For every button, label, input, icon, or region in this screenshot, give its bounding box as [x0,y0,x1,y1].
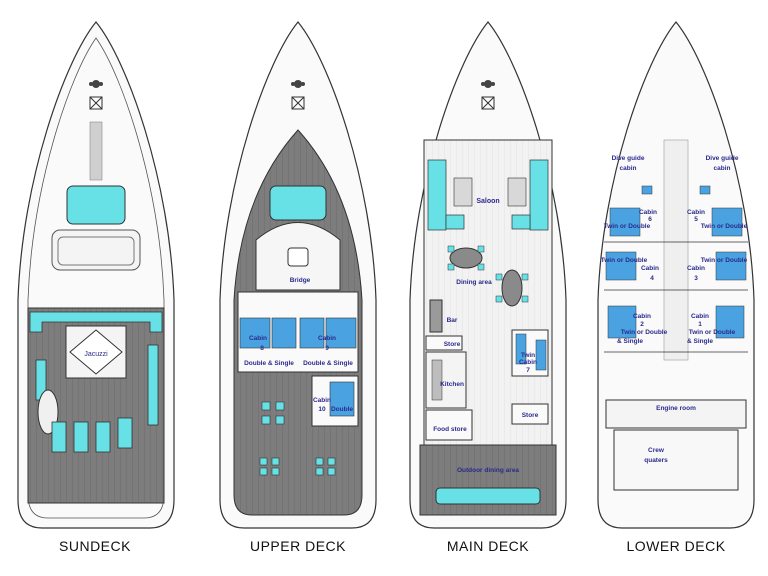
cabin-2-type: Twin or Double [621,329,668,336]
cabin-8-number: 8 [260,345,264,352]
cabin-10-type: Double [331,406,353,413]
cabin-10-bed [329,381,355,417]
sundeck-roof [51,229,141,271]
cabin-9-type: Double & Single [303,360,353,367]
side-bench-right [147,344,159,426]
cabin-2-bed [607,305,637,339]
cabin-1-number: 1 [698,321,702,328]
cabin-1-bed [715,305,745,339]
bar-label: Bar [447,317,458,324]
cabin-4-type: Twin or Double [601,257,648,264]
sundeck-hull-inner [27,37,165,519]
dining-table-1 [449,247,483,269]
cabin-6-label: Cabin [639,209,657,216]
cabin-6-bed [609,207,641,237]
kitchen-label: Kitchen [440,381,464,388]
lower-deck-plan: Dive guide cabin Dive guide cabin Cabin … [597,21,755,529]
store-1 [425,335,463,351]
store-2-label: Store [522,412,539,419]
cabin-1-type: Twin or Double [689,329,736,336]
dive-guide-left-label: Dive guide [612,155,645,162]
dive-guide-left-label-2: cabin [620,165,637,172]
cabin-9-number: 9 [325,345,329,352]
engine-room-label: Engine room [656,405,696,412]
upper-bow-bench [269,185,327,221]
dining-table-2 [501,269,523,307]
cabin-9-bed [299,317,325,349]
crew-label: Crew [648,447,665,454]
food-store-room [425,409,473,441]
deck-chairs [259,401,336,476]
engine-room [605,399,747,429]
cabin-4-label: Cabin [641,265,659,272]
sun-lounger-1 [51,421,67,453]
cabin-4-bed [605,251,637,281]
lower-deck-title: LOWER DECK [626,538,726,554]
outdoor-dining-label: Outdoor dining area [457,467,519,474]
sundeck-bench [29,311,163,333]
store-1-label: Store [444,341,461,348]
anchor-winch-icon [291,80,305,110]
lower-corridor [663,139,689,361]
cabin-7-bed-2 [535,339,547,371]
cabin-7-label: Cabin [519,359,537,366]
dive-guide-right-label-2: cabin [714,165,731,172]
anchor-winch-icon [481,80,495,110]
cabin-2-number: 2 [640,321,644,328]
aft-bench [435,487,541,505]
crew-quarters [613,429,739,491]
cabin-10-number: 10 [318,406,326,413]
bow-walkway [89,121,103,181]
dining-area-label: Dining area [456,279,492,286]
cabin-9-label: Cabin [318,335,336,342]
saloon-sofa-right [529,159,549,231]
cabin-8-bed [239,317,271,349]
main-deck-plan: Saloon Dining area Bar Store Kitchen Foo… [409,21,567,529]
cabin-2-label: Cabin [633,313,651,320]
dive-guide-right-label: Dive guide [706,155,739,162]
cabin-2-single: & Single [617,338,643,345]
anchor-winch-icon [89,80,103,110]
saloon-label: Saloon [476,198,499,205]
cabin-5-bed [711,207,743,237]
cabin-5-type: Twin or Double [701,223,748,230]
upper-deck-plan: Bridge Cabin 8 Double & Single Cabin 9 D… [219,21,377,529]
cabin-3-bed [715,251,747,281]
cabin-8-label: Cabin [249,335,267,342]
cabin-1-label: Cabin [691,313,709,320]
cabin-10-label: Cabin [313,397,331,404]
cabin-7-number: 7 [526,367,530,374]
bridge-label: Bridge [290,277,311,284]
cabin-4-number: 4 [650,275,654,282]
cabin-8-type: Double & Single [244,360,294,367]
food-store-label: Food store [433,426,467,433]
cabin-5-label: Cabin [687,209,705,216]
cabin-6-type: Twin or Double [604,223,651,230]
sun-lounger-3 [95,421,111,453]
bow-sunbed [66,185,126,225]
helm-console [287,247,309,267]
sundeck-plan: Jacuzzi [17,21,175,529]
cabin-5-number: 5 [694,216,698,223]
cabin-1-single: & Single [687,338,713,345]
upper-deck-title: UPPER DECK [249,538,347,554]
cabin-3-type: Twin or Double [701,257,748,264]
sundeck-title: SUNDECK [59,538,131,554]
cabin-3-number: 3 [694,275,698,282]
jacuzzi-label: Jacuzzi [84,351,108,358]
store-2 [511,403,549,425]
crew-label-2: quaters [644,457,668,464]
cabin-7-bed-1 [515,333,527,365]
cabin-3-label: Cabin [687,265,705,272]
cabin-6-number: 6 [648,216,652,223]
main-deck-title: MAIN DECK [446,538,530,554]
sun-lounger-2 [73,421,89,453]
bar-counter [429,299,443,333]
jacuzzi-pool [69,329,123,375]
cabin-7-twin-label: Twin [521,352,535,359]
sun-lounger-4 [117,417,133,449]
saloon-sofa-left [427,159,447,231]
